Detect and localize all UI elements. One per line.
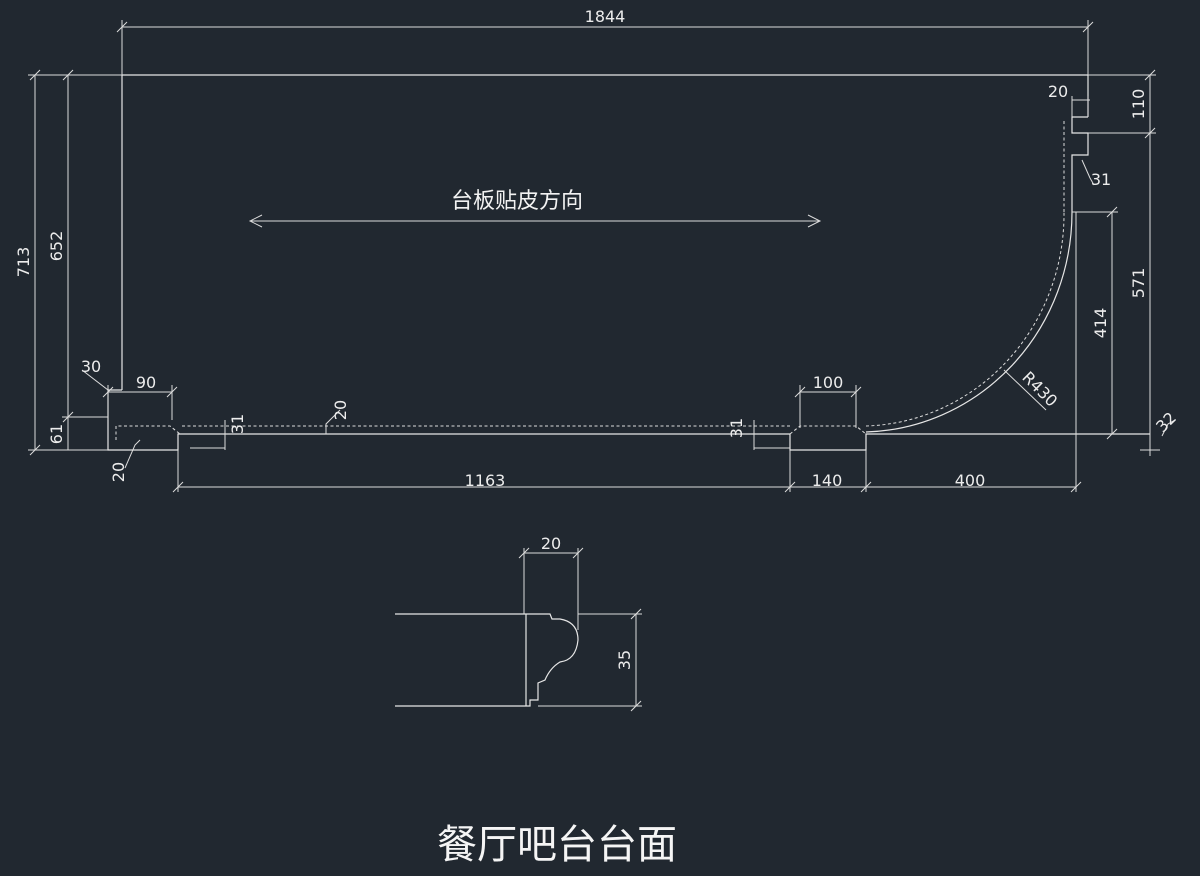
dim-left-offset: 61 <box>47 424 66 444</box>
dim-left-step: 30 <box>81 357 101 376</box>
dim-left-small: 20 <box>109 462 128 482</box>
dimension-lines <box>28 20 1175 492</box>
dim-overall-height: 713 <box>14 247 33 278</box>
dim-span-notch: 140 <box>812 471 843 490</box>
dim-right-bevel: 31 <box>1091 170 1111 189</box>
dim-inner-height: 652 <box>47 231 66 262</box>
dim-span-corner: 400 <box>955 471 986 490</box>
dim-center-bevel: 31 <box>727 418 746 438</box>
drawing-title: 餐厅吧台台面 <box>437 822 677 868</box>
edge-profile-dashed-line <box>116 120 1064 440</box>
dim-edge-profile-mark: 20 <box>331 400 350 420</box>
dim-notch-width-right: 100 <box>813 373 844 392</box>
dim-right-bottom: 32 <box>1152 408 1180 436</box>
dim-span-main: 1163 <box>465 471 506 490</box>
dim-right-height: 571 <box>1129 268 1148 299</box>
direction-label: 台板贴皮方向 <box>451 189 583 214</box>
dim-arc-height: 414 <box>1091 308 1110 339</box>
edge-profile-section <box>395 548 642 711</box>
dim-overall-width: 1844 <box>585 7 626 26</box>
counter-plan-outline <box>108 75 1150 450</box>
dim-left-bevel: 31 <box>228 414 247 434</box>
direction-arrow <box>250 215 820 227</box>
dim-right-notch: 20 <box>1048 82 1068 101</box>
profile-width: 20 <box>541 534 561 553</box>
dim-notch-width-left: 90 <box>136 373 156 392</box>
dim-right-top: 110 <box>1129 89 1148 120</box>
profile-height: 35 <box>615 650 634 670</box>
